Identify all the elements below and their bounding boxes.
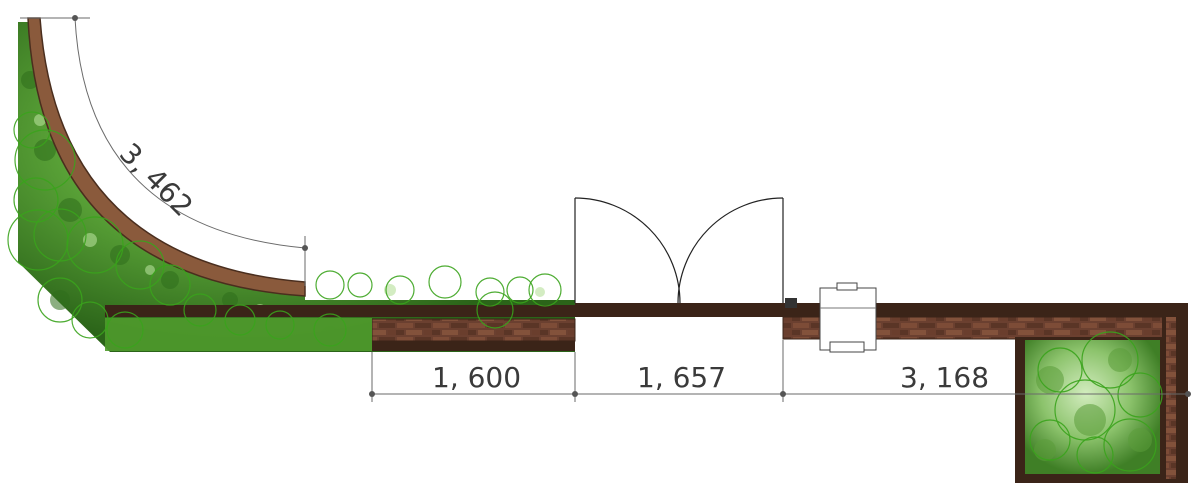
plant-circle-icon bbox=[183, 293, 217, 327]
brick-wall-left bbox=[105, 305, 576, 351]
dimension-segment-1: 1, 600 bbox=[432, 361, 521, 394]
plant-circle-icon bbox=[315, 270, 345, 300]
curved-planter bbox=[18, 22, 575, 352]
equipment-box-icon bbox=[819, 282, 877, 353]
door-swing-icon bbox=[574, 197, 784, 304]
plant-circle-icon bbox=[1076, 436, 1114, 474]
plant-circle-icon bbox=[475, 277, 505, 307]
gate-post-icon bbox=[785, 298, 797, 308]
linear-dimensions: 1, 600 1, 657 3, 168 bbox=[369, 340, 1191, 402]
plant-circle-icon bbox=[528, 273, 562, 307]
dimension-arc-radius: 3, 462 bbox=[113, 137, 199, 223]
plant-circle-icon bbox=[14, 129, 76, 191]
plant-circle-icon bbox=[506, 276, 534, 304]
plant-circle-icon bbox=[1037, 347, 1083, 393]
plant-circle-icon bbox=[347, 272, 373, 298]
dimension-segment-2: 1, 657 bbox=[637, 361, 726, 394]
plant-symbols bbox=[7, 111, 1163, 474]
plant-circle-icon bbox=[13, 177, 59, 223]
plant-circle-icon bbox=[71, 301, 109, 339]
plant-circle-icon bbox=[224, 304, 256, 336]
dimension-segment-3: 3, 168 bbox=[900, 361, 989, 394]
plant-circle-icon bbox=[1117, 372, 1163, 418]
plant-circle-icon bbox=[385, 275, 415, 305]
brick-wall-right bbox=[782, 303, 1188, 483]
plant-circle-icon bbox=[1081, 331, 1139, 389]
plant-circle-icon bbox=[265, 310, 295, 340]
plant-circle-icon bbox=[476, 291, 514, 329]
plant-circle-icon bbox=[66, 216, 124, 274]
plant-circle-icon bbox=[106, 311, 144, 349]
plant-circle-icon bbox=[428, 265, 462, 299]
plant-circle-icon bbox=[1103, 418, 1157, 472]
plant-circle-icon bbox=[149, 264, 191, 306]
plant-circle-icon bbox=[115, 240, 165, 290]
gate-threshold bbox=[575, 303, 785, 317]
corner-planter bbox=[1015, 337, 1165, 483]
plant-circle-icon bbox=[33, 208, 87, 262]
plant-circle-icon bbox=[313, 313, 347, 347]
plant-circle-icon bbox=[1029, 419, 1071, 461]
plant-circle-icon bbox=[37, 277, 83, 323]
